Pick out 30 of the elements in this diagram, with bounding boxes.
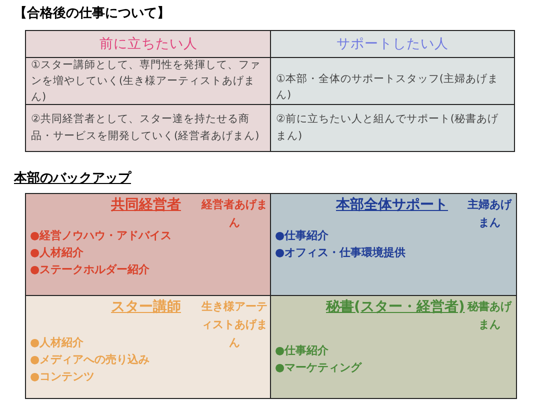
role-tag: 主婦あげまん — [466, 196, 514, 232]
bullet-item: ●マーケティング — [275, 360, 362, 376]
category-panel — [25, 295, 272, 398]
section-heading: 本部のバックアップ — [14, 170, 131, 187]
bullet-item: ●コンテンツ — [30, 369, 95, 385]
bullet-item: ●人材紹介 — [30, 335, 84, 351]
role-tag: 生き様アーティストあげまん — [200, 298, 268, 352]
category-panel — [270, 193, 516, 296]
bullet-item: ●メディアへの売り込み — [30, 352, 150, 368]
role-tag: 秘書あげまん — [466, 298, 514, 334]
panel-heading: スター講師 — [111, 298, 181, 316]
bullet-item: ●仕事紹介 — [275, 343, 329, 359]
bullet-item: ●ステークホルダー紹介 — [30, 262, 150, 278]
bullet-item: ●オフィス・仕事環境提供 — [275, 245, 406, 261]
table-cell: ①本部・全体のサポートスタッフ(主婦あげまん) — [270, 57, 514, 106]
column-header: 前に立ちたい人 — [25, 30, 272, 58]
category-panel — [270, 295, 516, 398]
panel-heading: 秘書(スター・経営者) — [326, 298, 465, 316]
role-tag: 経営者あげまん — [200, 196, 268, 232]
column-header: サポートしたい人 — [270, 30, 514, 58]
title: 【合格後の仕事について】 — [14, 5, 170, 22]
bullet-item: ●仕事紹介 — [275, 228, 329, 244]
panel-heading: 共同経営者 — [111, 196, 181, 214]
table-cell: ①スター講師として、専門性を発揮して、ファンを増やしていく(生き様アーティストあげまん) — [25, 57, 272, 106]
category-panel — [25, 193, 272, 296]
panel-heading: 本部全体サポート — [336, 196, 448, 214]
table-cell: ②前に立ちたい人と組んでサポート(秘書あげまん) — [270, 104, 514, 152]
bullet-item: ●人材紹介 — [30, 245, 84, 261]
bullet-item: ●経営ノウハウ・アドバイス — [30, 228, 172, 244]
table-cell: ②共同経営者として、スター達を持たせる商品・サービスを開発していく(経営者あげまん) — [25, 104, 272, 152]
